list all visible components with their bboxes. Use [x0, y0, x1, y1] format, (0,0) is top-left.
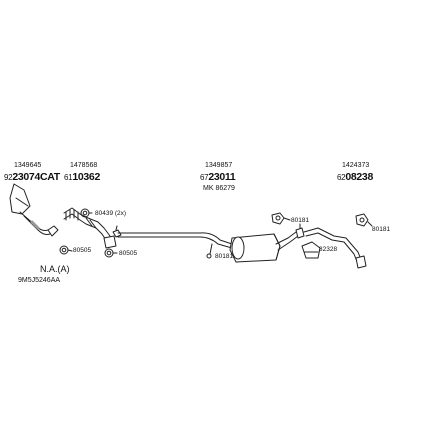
- mk-number: MK 86279: [203, 185, 235, 192]
- gasket-ring: [80, 208, 90, 218]
- callout-label: 80181: [372, 226, 391, 233]
- rear-clamp: [301, 241, 321, 259]
- callout-label: 80181: [291, 217, 310, 224]
- callout-label: 80505: [119, 250, 138, 257]
- front-pipe: [63, 207, 117, 249]
- part-number: 6723011: [200, 171, 236, 183]
- rubber-hanger: [355, 213, 369, 227]
- callout-label: 80439 (2x): [95, 210, 127, 217]
- na-part-code: 9M5J5246AA: [18, 277, 61, 284]
- ref-number: 1478568: [70, 162, 98, 169]
- gasket-ring: [59, 245, 69, 255]
- rubber-hanger: [271, 212, 285, 225]
- ref-number: 1349857: [205, 162, 233, 169]
- callout-label: 82328: [319, 246, 338, 253]
- part-number: 6208238: [337, 171, 374, 183]
- catalytic-converter: [9, 183, 59, 237]
- intermediate-pipe: [117, 232, 233, 249]
- na-note: N.A.(A): [40, 264, 70, 274]
- part-number: 6110362: [64, 171, 101, 183]
- gasket-ring: [104, 248, 114, 258]
- clamp: [112, 225, 122, 238]
- ref-number: 1424373: [342, 162, 370, 169]
- part-number: 9223074CAT: [4, 171, 60, 183]
- center-muffler: [229, 231, 299, 263]
- pipe-clamp: [295, 223, 305, 239]
- callout-label: 80505: [73, 247, 92, 254]
- hanger: [209, 243, 213, 255]
- tail-pipe: [303, 227, 367, 269]
- ref-number: 1349645: [14, 162, 42, 169]
- callout-label: 80181: [215, 253, 234, 260]
